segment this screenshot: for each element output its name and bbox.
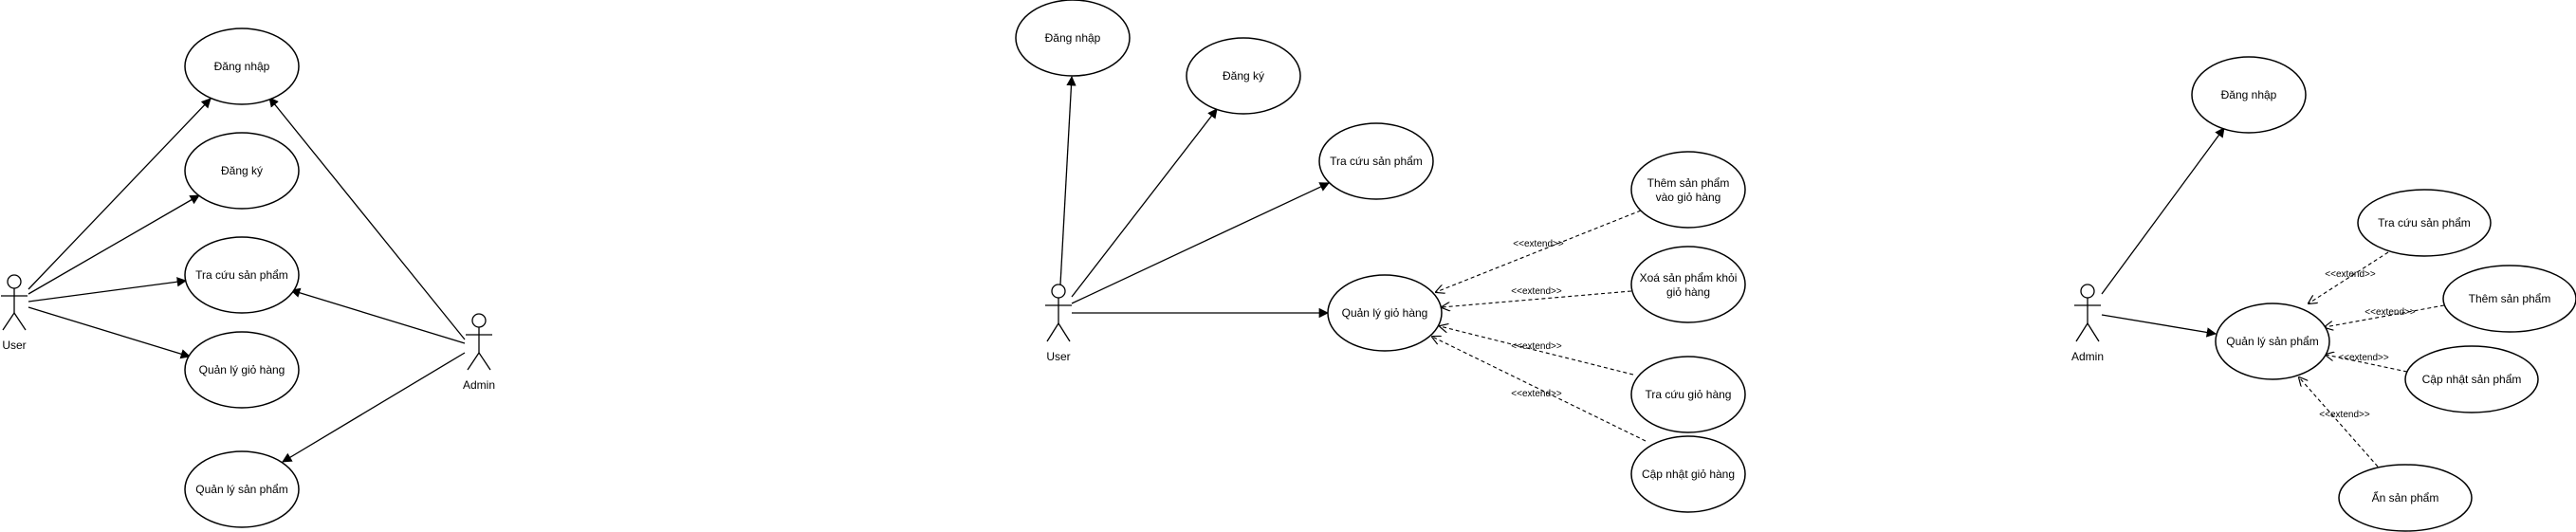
extend-cap-nhat-san-pham <box>2326 355 2408 373</box>
use-case-label: Quản lý sản phẩm <box>195 483 287 496</box>
use-case-them-san-pham: Thêm sản phẩm <box>2442 265 2576 333</box>
assoc-user-tra-cuu <box>1071 182 1330 304</box>
extend-an-san-pham <box>2299 377 2379 468</box>
use-case-tra-cuu-san-pham: Tra cứu sản phẩm <box>184 236 300 314</box>
use-case-quan-ly-san-pham: Quản lý sản phẩm <box>184 450 300 528</box>
use-case-label: Đăng nhập <box>2221 88 2277 101</box>
use-case-tra-cuu-san-pham: Tra cứu sản phẩm <box>1318 122 1434 200</box>
extend-tra-cuu-gio-hang <box>1440 326 1634 376</box>
use-case-label: Cập nhật giỏ hàng <box>1642 468 1735 481</box>
actor-user: User <box>1 274 28 352</box>
use-case-quan-ly-gio-hang: Quản lý giỏ hàng <box>1327 274 1443 352</box>
use-case-label: Tra cứu giỏ hàng <box>1646 388 1732 401</box>
use-case-an-san-pham: Ẩn sản phẩm <box>2338 464 2473 532</box>
extend-label: <<extend>> <box>2364 307 2416 318</box>
use-case-label: Quản lý giỏ hàng <box>1342 306 1428 320</box>
use-case-xoa-san-pham-khoi-gio-hang: Xoá sản phẩm khỏi giỏ hàng <box>1630 246 1746 323</box>
actor-label: Admin <box>463 378 495 392</box>
extend-them-san-pham <box>2325 304 2445 327</box>
extend-label: <<extend>> <box>2319 410 2370 420</box>
diagram-3: <<extend>> <<extend>> <<extend>> <<exten… <box>2071 56 2576 532</box>
use-case-label: Đăng ký <box>1223 69 1264 83</box>
use-case-label-line: Xoá sản phẩm khỏi <box>1640 271 1738 284</box>
diagram-1: Đăng nhập Đăng ký Tra cứu sản phẩm Quản … <box>1 28 495 528</box>
use-case-label: Đăng nhập <box>1045 31 1101 45</box>
use-case-tra-cuu-san-pham: Tra cứu sản phẩm <box>2357 189 2492 257</box>
extend-xoa-san-pham <box>1442 290 1632 307</box>
use-case-label: Quản lý sản phẩm <box>2226 335 2318 348</box>
assoc-admin-tra-cuu <box>290 287 466 344</box>
use-case-tra-cuu-gio-hang: Tra cứu giỏ hàng <box>1630 356 1746 433</box>
use-case-label: Ẩn sản phẩm <box>2372 490 2439 504</box>
use-case-label: Đăng ký <box>221 164 263 177</box>
use-case-dang-nhap: Đăng nhập <box>2191 56 2307 134</box>
assoc-admin-dang-nhap <box>2101 127 2225 295</box>
diagram-2: <<extend>> <<extend>> <<extend>> <<exten… <box>1015 0 1746 513</box>
use-case-label-line: giỏ hàng <box>1666 285 1710 299</box>
assoc-user-dang-nhap <box>1059 75 1076 285</box>
extend-them-san-pham <box>1436 210 1642 292</box>
use-case-dang-nhap: Đăng nhập <box>1015 0 1131 77</box>
assoc-user-tra-cuu <box>28 277 188 303</box>
extend-label: <<extend>> <box>1513 239 1564 249</box>
use-case-dang-ky: Đăng ký <box>184 132 300 210</box>
use-case-them-san-pham-vao-gio-hang: Thêm sản phẩm vào giỏ hàng <box>1630 151 1746 229</box>
actor-label: Admin <box>2071 350 2104 363</box>
use-case-label: Tra cứu sản phẩm <box>195 268 288 282</box>
actor-admin: Admin <box>463 313 495 392</box>
assoc-admin-quan-ly-san-pham <box>2101 314 2217 338</box>
assoc-user-dang-nhap <box>28 98 212 290</box>
use-case-label: Tra cứu sản phẩm <box>2378 216 2471 229</box>
use-case-quan-ly-gio-hang: Quản lý giỏ hàng <box>184 331 300 409</box>
extend-label: <<extend>> <box>2338 353 2389 363</box>
assoc-admin-quan-ly-san-pham <box>282 352 466 463</box>
use-case-quan-ly-san-pham: Quản lý sản phẩm <box>2215 303 2330 380</box>
extend-label: <<extend>> <box>1511 286 1562 297</box>
use-case-label-line: Thêm sản phẩm <box>1647 176 1730 190</box>
extend-label: <<extend>> <box>1511 341 1562 352</box>
extend-label: <<extend>> <box>2325 269 2376 280</box>
use-case-label: Tra cứu sản phẩm <box>1330 155 1423 168</box>
use-case-cap-nhat-gio-hang: Cập nhật giỏ hàng <box>1630 435 1746 513</box>
extend-tra-cuu-san-pham <box>2309 251 2389 303</box>
use-case-label-line: vào giỏ hàng <box>1656 191 1721 204</box>
extend-label: <<extend>> <box>1511 389 1562 399</box>
assoc-user-dang-ky <box>1071 108 1218 298</box>
assoc-admin-dang-nhap <box>268 97 466 340</box>
actor-user: User <box>1045 284 1072 363</box>
use-case-dang-ky: Đăng ký <box>1186 37 1301 115</box>
actor-label: User <box>1046 350 1070 363</box>
use-case-cap-nhat-san-pham: Cập nhật sản phẩm <box>2404 345 2539 413</box>
use-case-label: Quản lý giỏ hàng <box>199 363 285 376</box>
assoc-user-dang-ky <box>28 194 200 295</box>
use-case-dang-nhap: Đăng nhập <box>184 28 300 105</box>
use-case-label: Đăng nhập <box>214 60 270 73</box>
actor-label: User <box>2 339 26 352</box>
use-case-label: Thêm sản phẩm <box>2469 292 2551 305</box>
assoc-user-gio-hang <box>28 306 191 359</box>
actor-admin: Admin <box>2071 284 2104 363</box>
use-case-label: Cập nhật sản phẩm <box>2422 373 2522 386</box>
